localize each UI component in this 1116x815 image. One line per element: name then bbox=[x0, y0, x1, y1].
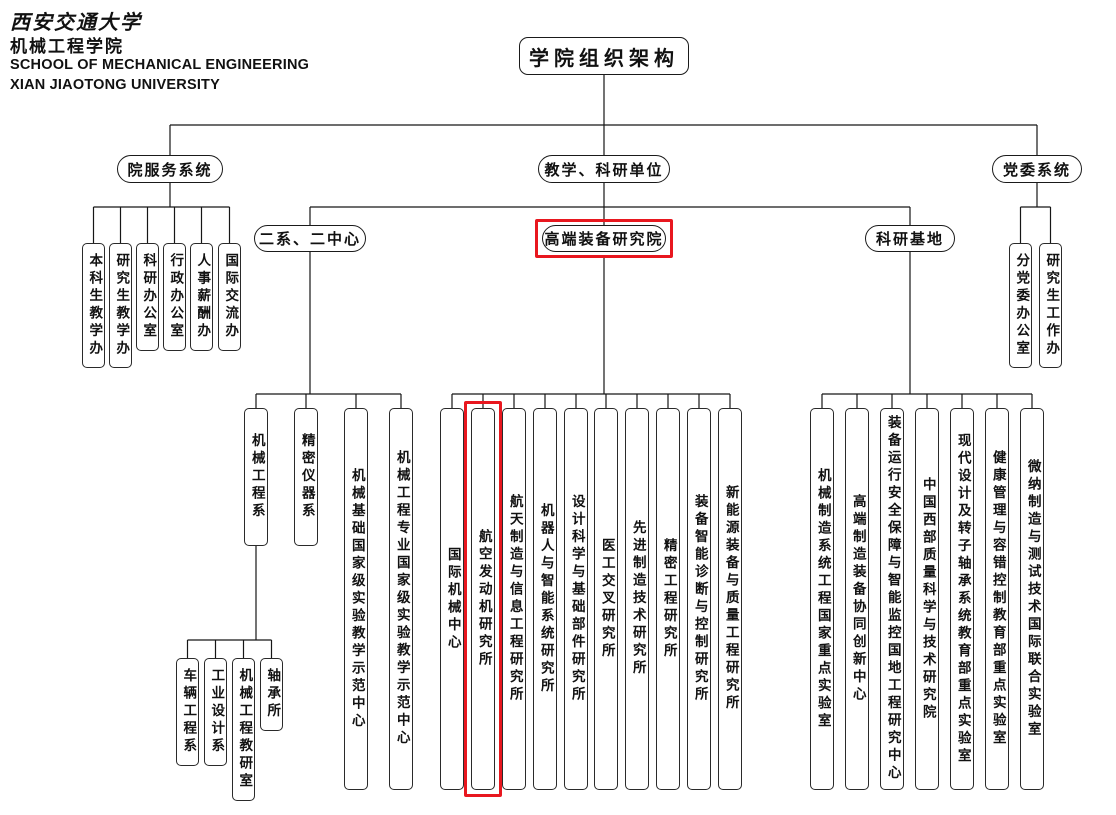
node-vehicle-engineering-dept: 车辆工程系 bbox=[176, 658, 199, 766]
node-administrative-office: 行政办公室 bbox=[163, 243, 186, 351]
node-bearing-institute: 轴承所 bbox=[260, 658, 283, 731]
node-hr-compensation-office: 人事薪酬办 bbox=[190, 243, 213, 351]
node-graduate-affairs-office: 研究生工作办 bbox=[1039, 243, 1062, 368]
node-design-science-institute: 设计科学与基础部件研究所 bbox=[564, 408, 588, 790]
node-service-system: 院服务系统 bbox=[117, 155, 223, 183]
highlight-aero-engine-institute bbox=[464, 401, 502, 797]
node-west-quality-institute: 中国西部质量科学与技术研究院 bbox=[915, 408, 939, 790]
school-name-cn: 机械工程学院 bbox=[10, 37, 124, 57]
node-graduate-teaching-office: 研究生教学办 bbox=[109, 243, 132, 368]
node-precision-instruments-dept: 精密仪器系 bbox=[294, 408, 318, 546]
node-research-bases: 科研基地 bbox=[865, 225, 955, 252]
node-undergraduate-teaching-office: 本科生教学办 bbox=[82, 243, 105, 368]
node-advanced-manufacturing-institute: 先进制造技术研究所 bbox=[625, 408, 649, 790]
node-aero-engine-institute: 航空发动机研究所 bbox=[471, 408, 495, 790]
node-industrial-design-dept: 工业设计系 bbox=[204, 658, 227, 766]
node-mechanical-foundation-demo-center: 机械基础国家级实验教学示范中心 bbox=[344, 408, 368, 790]
node-robotics-institute: 机器人与智能系统研究所 bbox=[533, 408, 557, 790]
node-medical-engineering-institute: 医工交叉研究所 bbox=[594, 408, 618, 790]
node-intelligent-diagnosis-institute: 装备智能诊断与控制研究所 bbox=[687, 408, 711, 790]
school-name-en: SCHOOL OF MECHANICAL ENGINEERING bbox=[10, 57, 310, 73]
node-teaching-research-units: 教学、科研单位 bbox=[538, 155, 670, 183]
node-national-engineering-research-center: 装备运行安全保障与智能监控国地工程研究中心 bbox=[880, 408, 904, 790]
node-precision-engineering-institute: 精密工程研究所 bbox=[656, 408, 680, 790]
node-party-system: 党委系统 bbox=[992, 155, 1082, 183]
university-logo-script: 西安交通大学 bbox=[10, 10, 142, 34]
node-international-machinery-center: 国际机械中心 bbox=[440, 408, 464, 790]
node-mechanical-engineering-dept: 机械工程系 bbox=[244, 408, 268, 546]
node-two-depts-two-centers: 二系、二中心 bbox=[254, 225, 366, 252]
node-mech-engineering-teaching-office: 机械工程教研室 bbox=[232, 658, 255, 801]
node-research-office: 科研办公室 bbox=[136, 243, 159, 351]
university-name-en: XIAN JIAOTONG UNIVERSITY bbox=[10, 77, 220, 93]
chart-title: 学院组织架构 bbox=[519, 37, 689, 75]
highlight-high-end-equipment-institute bbox=[535, 219, 673, 258]
node-state-key-lab-manufacturing-systems: 机械制造系统工程国家重点实验室 bbox=[810, 408, 834, 790]
node-moe-key-lab-health-management: 健康管理与容错控制教育部重点实验室 bbox=[985, 408, 1009, 790]
node-international-joint-lab-micronano: 微纳制造与测试技术国际联合实验室 bbox=[1020, 408, 1044, 790]
node-mechanical-major-demo-center: 机械工程专业国家级实验教学示范中心 bbox=[389, 408, 413, 790]
node-aerospace-manufacturing-institute: 航天制造与信息工程研究所 bbox=[502, 408, 526, 790]
node-collab-innovation-center: 高端制造装备协同创新中心 bbox=[845, 408, 869, 790]
node-new-energy-equipment-institute: 新能源装备与质量工程研究所 bbox=[718, 408, 742, 790]
node-high-end-equipment-institute: 高端装备研究院 bbox=[542, 225, 666, 252]
node-party-committee-office: 分党委办公室 bbox=[1009, 243, 1032, 368]
node-moe-key-lab-modern-design: 现代设计及转子轴承系统教育部重点实验室 bbox=[950, 408, 974, 790]
node-international-exchange-office: 国际交流办 bbox=[218, 243, 241, 351]
